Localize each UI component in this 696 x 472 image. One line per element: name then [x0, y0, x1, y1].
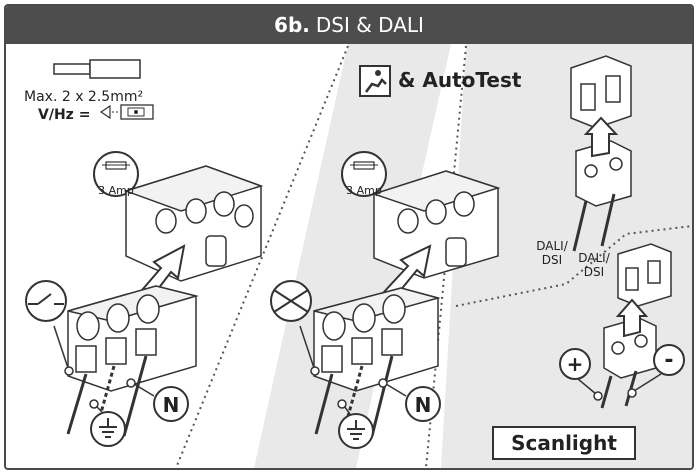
upper-connector-left: [123, 165, 264, 282]
lower-connector-left: [67, 285, 199, 392]
neutral-icon: [126, 378, 189, 422]
scanlight-brand-box: Scanlight: [492, 426, 636, 460]
emergency-exit-icon: [359, 65, 391, 97]
title-bar: 6b. DSI & DALI: [6, 6, 692, 44]
dali-wires-top: [572, 193, 616, 252]
switch-icon: [25, 280, 74, 376]
max-cable-spec: Max. 2 x 2.5mm²: [24, 89, 144, 105]
wires-left: [66, 355, 148, 439]
title-number: 6b.: [274, 13, 310, 37]
lower-connector-middle: [313, 287, 441, 392]
earth-icon: [89, 399, 126, 447]
title-text: DSI & DALI: [315, 13, 424, 37]
dali-connector-bottom: [603, 243, 672, 379]
middle-panel-shade: [254, 44, 451, 468]
dali-dsi-label-2: DALI/ DSI: [578, 251, 610, 279]
upper-connector-middle: [371, 170, 501, 279]
neutral-icon: [378, 378, 441, 422]
autotest-label: & AutoTest: [398, 68, 522, 92]
fuse-icon: [341, 151, 387, 197]
neutral-label-middle: N: [414, 393, 432, 417]
fuse-rating-middle: 3 Amp: [346, 184, 382, 197]
divider-left: [175, 45, 349, 468]
dali-dsi-label-1: DALI/ DSI: [536, 239, 568, 267]
dali-connector-top: [570, 55, 632, 207]
wires-middle: [314, 355, 394, 439]
wiring-illustration: [25, 44, 692, 468]
plus-label: +: [566, 352, 584, 376]
fuse-rating-left: 3 Amp: [98, 184, 134, 197]
minus-label: -: [664, 348, 674, 373]
earth-icon: [337, 399, 374, 449]
fuse-icon: [93, 151, 139, 197]
neutral-label-left: N: [162, 393, 180, 417]
plus-terminal-icon: [559, 348, 591, 380]
switch-icon: [270, 280, 320, 376]
vhz-label: V/Hz =: [38, 107, 91, 123]
minus-terminal-icon: [653, 344, 685, 376]
vhz-symbol-icon: [99, 104, 154, 120]
diagram-frame: 6b. DSI & DALI: [4, 4, 694, 470]
cable-icon: [53, 59, 141, 79]
divider-right-horizontal: [455, 225, 692, 307]
